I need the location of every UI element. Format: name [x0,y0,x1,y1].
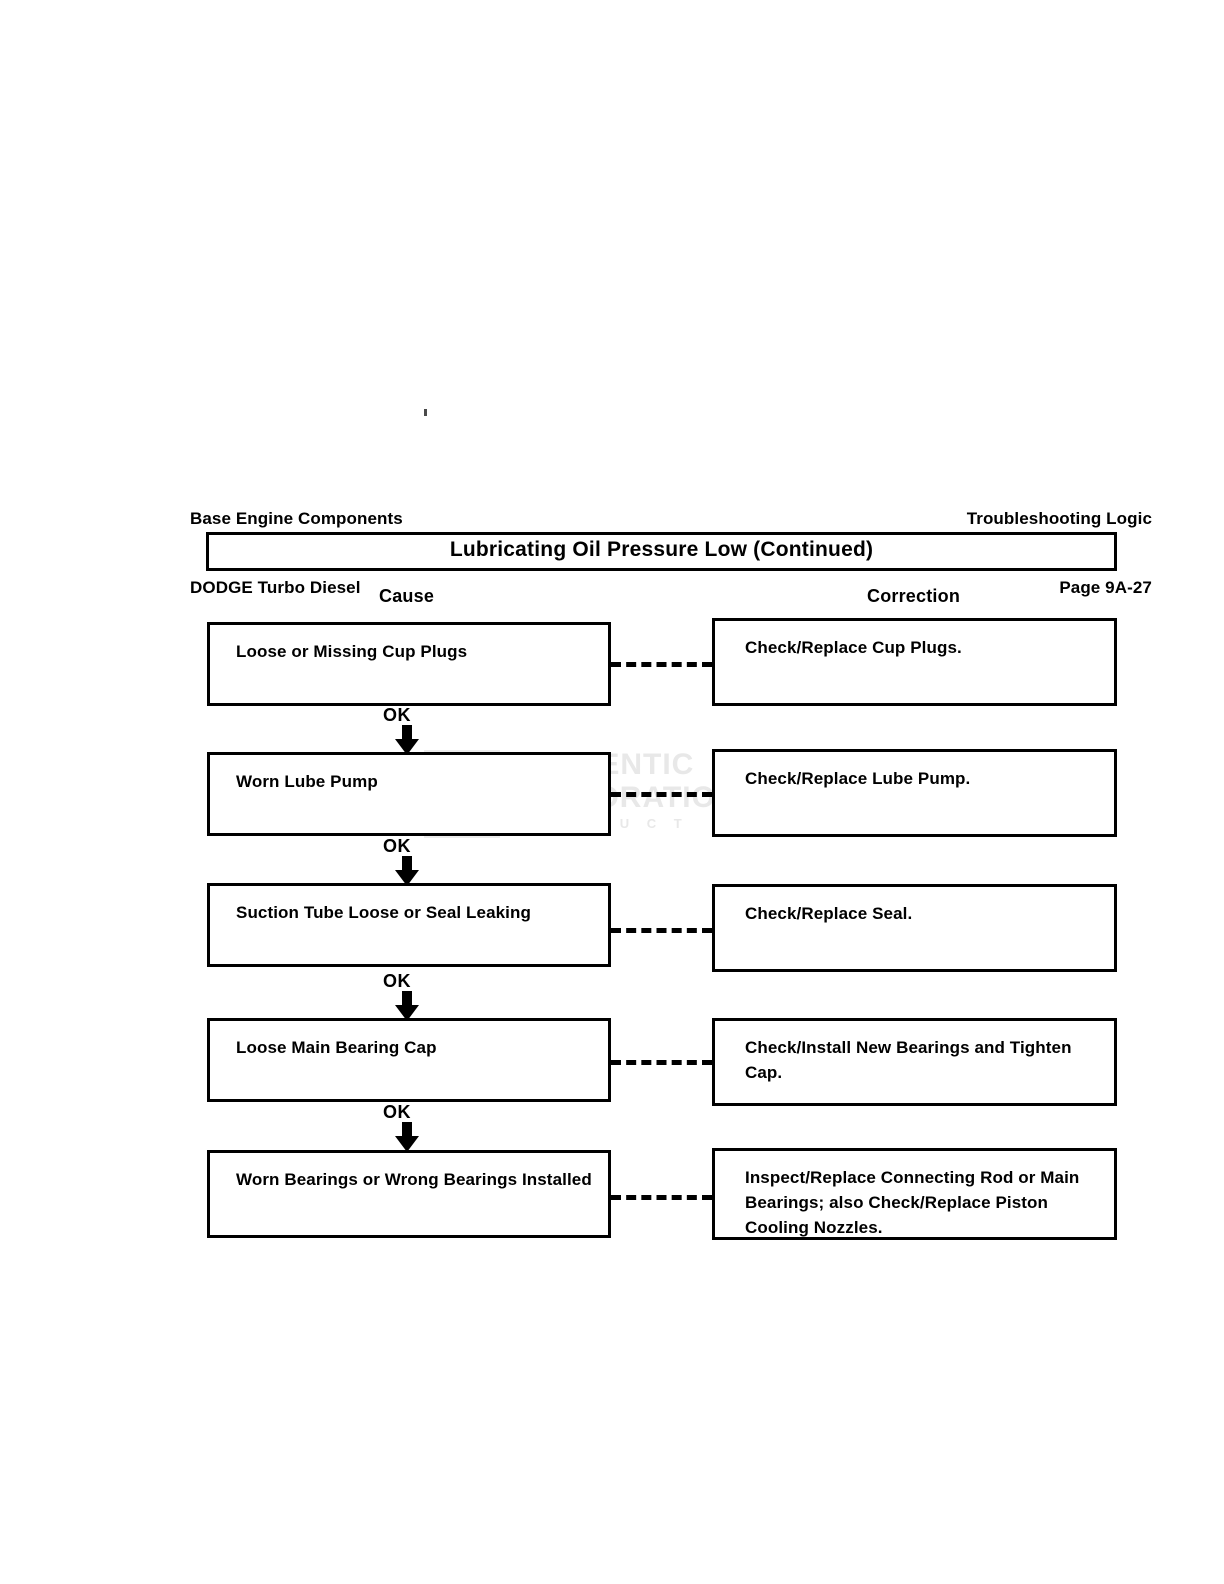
cause-correction-link [611,792,712,797]
ok-label: OK [383,971,411,991]
cause-box: Worn Bearings or Wrong Bearings Installe… [207,1150,611,1238]
cause-box: Suction Tube Loose or Seal Leaking [207,883,611,967]
cause-text: Loose Main Bearing Cap [236,1038,437,1057]
correction-text: Check/Replace Seal. [745,904,913,923]
correction-box: Check/Replace Seal. [712,884,1117,972]
cause-text: Worn Lube Pump [236,772,378,791]
ok-label: OK [383,705,411,725]
correction-text: Check/Replace Lube Pump. [745,769,971,788]
header-left-line2: DODGE Turbo Diesel [190,578,361,597]
header-right-line2: Page 9A-27 [1059,578,1152,597]
ok-label: OK [383,836,411,856]
cause-text: Loose or Missing Cup Plugs [236,642,468,661]
cause-correction-link [611,928,712,933]
cause-correction-link [611,1195,712,1200]
header-left: Base Engine Components DODGE Turbo Diese… [190,461,403,645]
cause-box: Worn Lube Pump [207,752,611,836]
cause-correction-link [611,662,712,667]
correction-box: Check/Replace Cup Plugs. [712,618,1117,706]
scan-speck-top [424,409,427,416]
header-right: Troubleshooting Logic Page 9A-27 [967,461,1152,645]
correction-text: Check/Replace Cup Plugs. [745,638,962,657]
correction-box: Check/Replace Lube Pump. [712,749,1117,837]
column-header-correction: Correction [867,586,961,606]
correction-box: Check/Install New Bearings and Tighten C… [712,1018,1117,1106]
cause-correction-link [611,1060,712,1065]
chart-title: Lubricating Oil Pressure Low (Continued) [449,538,874,561]
chart-title-box: Lubricating Oil Pressure Low (Continued) [206,532,1117,571]
column-header-cause: Cause [379,586,435,606]
cause-box: Loose or Missing Cup Plugs [207,622,611,706]
cause-text: Suction Tube Loose or Seal Leaking [236,903,531,922]
correction-text: Inspect/Replace Connecting Rod or Main B… [745,1168,1080,1237]
ok-label: OK [383,1102,411,1122]
header-left-line1: Base Engine Components [190,509,403,528]
correction-box: Inspect/Replace Connecting Rod or Main B… [712,1148,1117,1240]
cause-text: Worn Bearings or Wrong Bearings Installe… [236,1170,592,1189]
header-right-line1: Troubleshooting Logic [966,509,1152,528]
correction-text: Check/Install New Bearings and Tighten C… [745,1038,1072,1082]
cause-box: Loose Main Bearing Cap [207,1018,611,1102]
